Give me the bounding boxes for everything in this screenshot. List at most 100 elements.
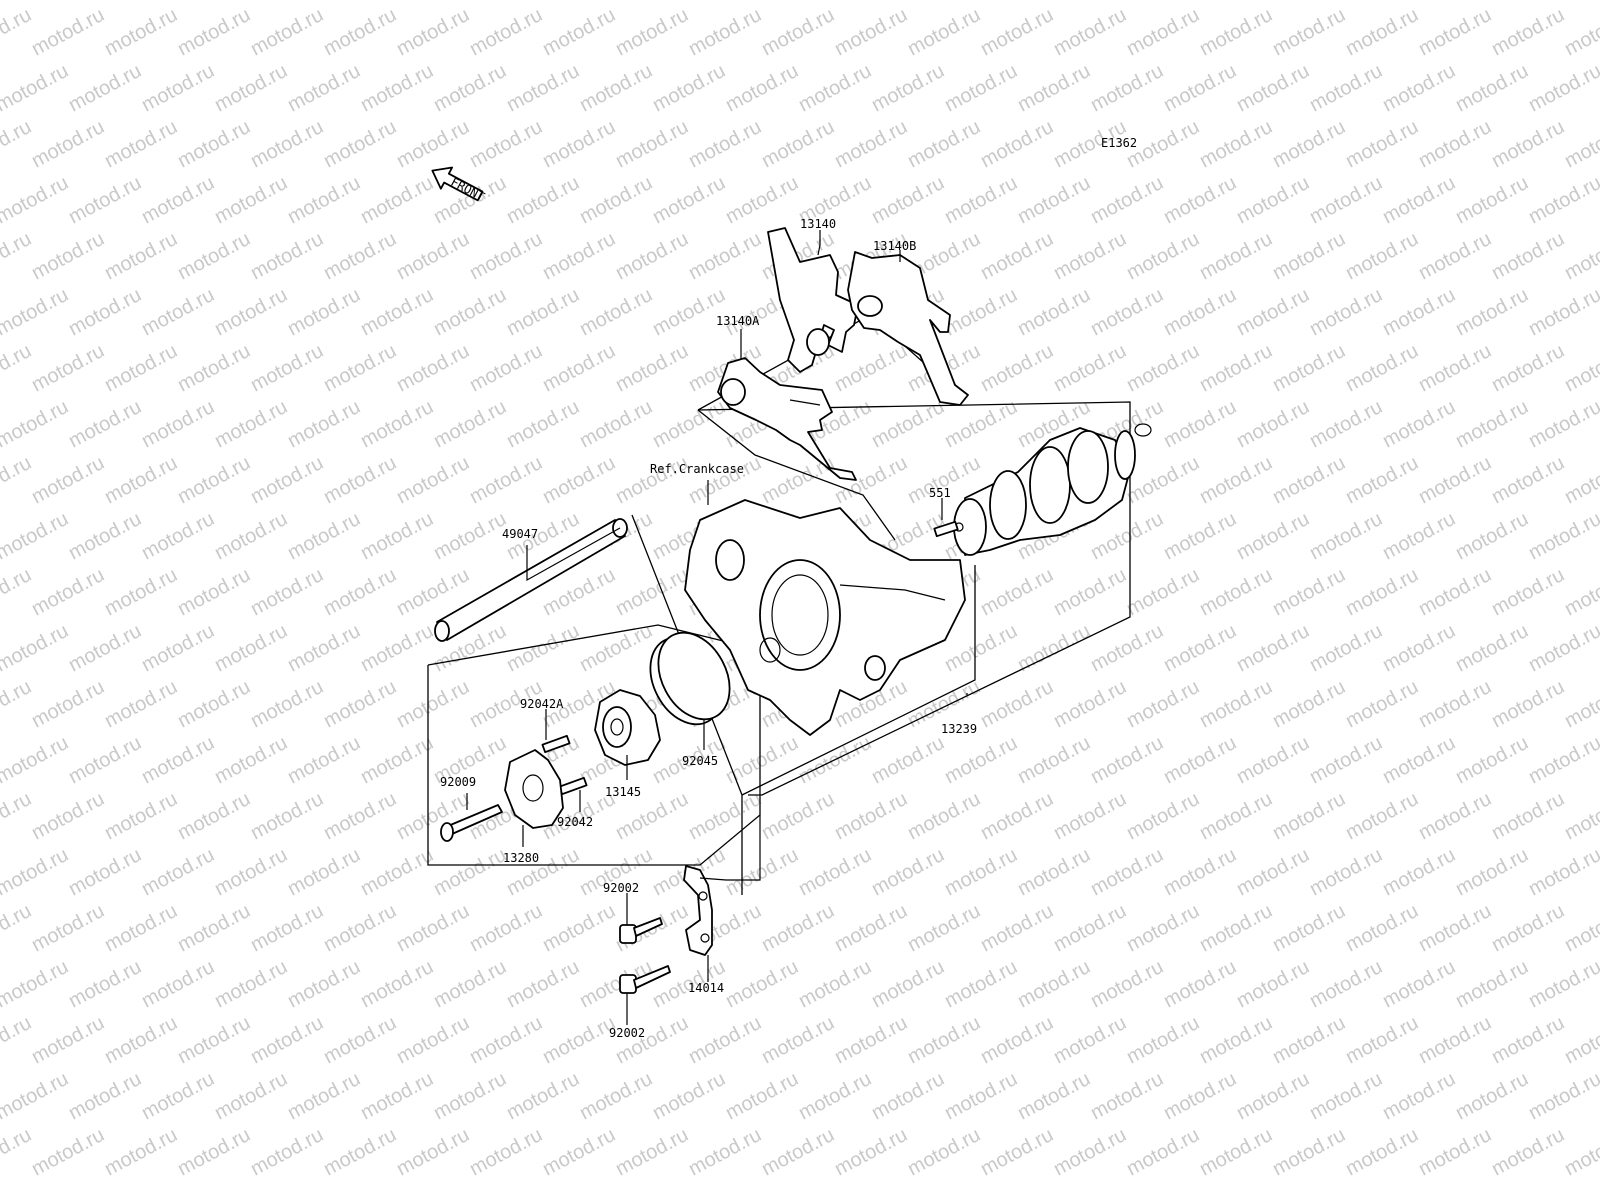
watermark-text: motod.ru — [65, 508, 145, 564]
watermark-text: motod.ru — [1269, 788, 1349, 844]
label-92002-bottom: 92002 — [609, 1026, 645, 1040]
watermark-text: motod.ru — [503, 284, 583, 340]
watermark-text: motod.ru — [211, 1068, 291, 1124]
watermark-text: motod.ru — [466, 116, 546, 172]
watermark-text: motod.ru — [1196, 900, 1276, 956]
watermark-text: motod.ru — [503, 956, 583, 1012]
label-551: 551 — [929, 486, 951, 500]
watermark-text: motod.ru — [1306, 284, 1386, 340]
watermark-text: motod.ru — [1269, 564, 1349, 620]
frame-inner-line — [697, 409, 896, 541]
watermark-text: motod.ru — [357, 172, 437, 228]
watermark-text: motod.ru — [1342, 1124, 1422, 1180]
watermark-text: motod.ru — [284, 508, 364, 564]
watermark-text: motod.ru — [65, 956, 145, 1012]
watermark-text: motod.ru — [612, 228, 692, 284]
watermark-text: motod.ru — [977, 788, 1057, 844]
watermark-text: motod.ru — [685, 1124, 765, 1180]
watermark-text: motod.ru — [795, 956, 875, 1012]
watermark-text: motod.ru — [320, 1012, 400, 1068]
watermark-text: motod.ru — [1306, 1068, 1386, 1124]
watermark-text: motod.ru — [1269, 676, 1349, 732]
watermark-text: motod.ru — [1525, 508, 1600, 564]
watermark-text: motod.ru — [1379, 844, 1459, 900]
watermark-text: motod.ru — [1415, 788, 1495, 844]
watermark-text: motod.ru — [320, 564, 400, 620]
watermark-text: motod.ru — [430, 508, 510, 564]
watermark-text: motod.ru — [576, 172, 656, 228]
watermark-text: motod.ru — [1196, 676, 1276, 732]
watermark-text: motod.ru — [758, 1124, 838, 1180]
watermark-text: motod.ru — [503, 172, 583, 228]
watermark-text: motod.ru — [1233, 284, 1313, 340]
watermark-text: motod.ru — [1087, 732, 1167, 788]
watermark-text: motod.ru — [1160, 508, 1240, 564]
watermark-text: motod.ru — [0, 452, 35, 508]
watermark-text: motod.ru — [1014, 956, 1094, 1012]
watermark-text: motod.ru — [1452, 956, 1532, 1012]
watermark-text: motod.ru — [211, 732, 291, 788]
watermark-text: motod.ru — [1561, 564, 1600, 620]
watermark-text: motod.ru — [1452, 284, 1532, 340]
watermark-text: motod.ru — [503, 0, 583, 4]
watermark-text: motod.ru — [284, 0, 364, 4]
watermark-text: motod.ru — [1123, 228, 1203, 284]
watermark-text: motod.ru — [211, 0, 291, 4]
watermark-text: motod.ru — [247, 1124, 327, 1180]
watermark-text: motod.ru — [1306, 844, 1386, 900]
watermark-text: motod.ru — [28, 788, 108, 844]
watermark-text: motod.ru — [1415, 4, 1495, 60]
watermark-text: motod.ru — [1561, 676, 1600, 732]
watermark-text: motod.ru — [1160, 956, 1240, 1012]
watermark-text: motod.ru — [138, 508, 218, 564]
watermark-text: motod.ru — [1342, 676, 1422, 732]
watermark-text: motod.ru — [1233, 172, 1313, 228]
watermark-text: motod.ru — [1452, 508, 1532, 564]
part-labels: 13140 13140B 13140A Ref.Crankcase 551 49… — [440, 217, 977, 1040]
watermark-text: motod.ru — [357, 956, 437, 1012]
watermark-text: motod.ru — [1087, 1068, 1167, 1124]
watermark-text: motod.ru — [1525, 956, 1600, 1012]
watermark-text: motod.ru — [65, 172, 145, 228]
watermark-text: motod.ru — [1087, 60, 1167, 116]
label-13140: 13140 — [800, 217, 836, 231]
watermark-text: motod.ru — [174, 788, 254, 844]
watermark-text: motod.ru — [1050, 676, 1130, 732]
watermark-text: motod.ru — [941, 732, 1021, 788]
watermark-text: motod.ru — [357, 0, 437, 4]
watermark-text: motod.ru — [1123, 4, 1203, 60]
watermark-text: motod.ru — [868, 732, 948, 788]
plate-13280 — [504, 749, 564, 829]
watermark-text: motod.ru — [1488, 340, 1568, 396]
watermark-text: motod.ru — [247, 116, 327, 172]
watermark-text: motod.ru — [284, 60, 364, 116]
watermark-text: motod.ru — [1269, 340, 1349, 396]
watermark-text: motod.ru — [138, 844, 218, 900]
watermark-text: motod.ru — [1050, 788, 1130, 844]
watermark-text: motod.ru — [904, 116, 984, 172]
watermark-text: motod.ru — [65, 732, 145, 788]
watermark-text: motod.ru — [539, 228, 619, 284]
watermark-text: motod.ru — [503, 396, 583, 452]
watermark-text: motod.ru — [1123, 1012, 1203, 1068]
watermark-text: motod.ru — [1196, 564, 1276, 620]
watermark-text: motod.ru — [795, 0, 875, 4]
watermark-text: motod.ru — [1525, 172, 1600, 228]
watermark-text: motod.ru — [722, 0, 802, 4]
watermark-text: motod.ru — [1014, 60, 1094, 116]
watermark-text: motod.ru — [977, 1124, 1057, 1180]
watermark-text: motod.ru — [685, 116, 765, 172]
watermark-text: motod.ru — [1160, 172, 1240, 228]
watermark-text: motod.ru — [612, 340, 692, 396]
watermark-text: motod.ru — [1160, 1068, 1240, 1124]
watermark-text: motod.ru — [393, 1012, 473, 1068]
label-92042A: 92042A — [520, 697, 564, 711]
watermark-text: motod.ru — [685, 788, 765, 844]
watermark-text: motod.ru — [685, 452, 765, 508]
watermark-text: motod.ru — [174, 116, 254, 172]
bracket-14014 — [683, 865, 713, 956]
watermark-text: motod.ru — [722, 956, 802, 1012]
watermark-text: motod.ru — [1561, 340, 1600, 396]
watermark-text: motod.ru — [795, 844, 875, 900]
watermark-text: motod.ru — [1050, 228, 1130, 284]
